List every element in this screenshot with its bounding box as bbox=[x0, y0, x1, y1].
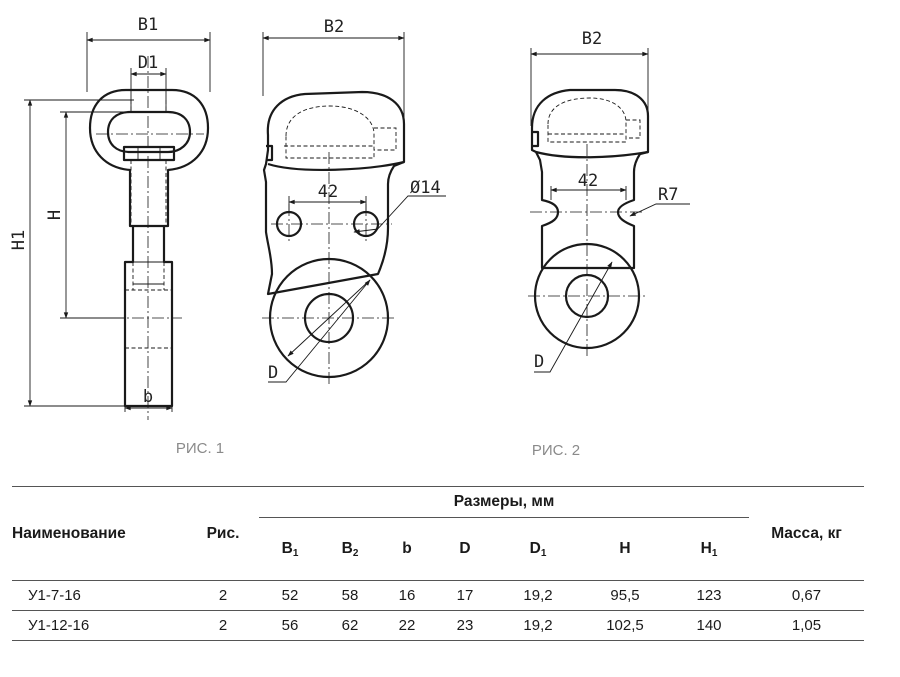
cell-value: 123 bbox=[669, 580, 749, 611]
cell-value: 102,5 bbox=[581, 610, 669, 641]
header-dimensions-group: Размеры, мм bbox=[259, 486, 749, 518]
h-label: H bbox=[45, 210, 65, 220]
header-dim-h: H bbox=[619, 540, 631, 557]
cell-value: 23 bbox=[435, 610, 495, 641]
h1-label: H1 bbox=[9, 230, 29, 250]
cell-value: 19,2 bbox=[495, 580, 581, 611]
figure-2-variant: B2 42 R7 D РИС. 2 bbox=[528, 29, 690, 459]
cell-value: 52 bbox=[259, 580, 321, 611]
figure-1: B1 D1 H1 H b РИС. 1 bbox=[9, 15, 224, 457]
cell-value: 17 bbox=[435, 580, 495, 611]
header-name: Наименование bbox=[12, 486, 187, 581]
distance-42-variant: 42 bbox=[578, 171, 598, 191]
header-figure: Рис. bbox=[187, 486, 259, 581]
b2-label-variant: B2 bbox=[582, 29, 602, 49]
cell-value: 2 bbox=[187, 580, 259, 611]
cell-value: 140 bbox=[669, 610, 749, 641]
d1-label: D1 bbox=[138, 53, 158, 73]
figure-1-caption: РИС. 1 bbox=[176, 440, 224, 457]
cell-value: 95,5 bbox=[581, 580, 669, 611]
b-label: b bbox=[143, 387, 153, 407]
header-dim-h1: H1 bbox=[700, 539, 718, 559]
cell-name: У1-12-16 bbox=[12, 610, 187, 641]
cell-value: 1,05 bbox=[749, 610, 864, 641]
figure-2-caption: РИС. 2 bbox=[532, 442, 580, 459]
d-label-variant: D bbox=[534, 352, 544, 372]
cell-value: 62 bbox=[321, 610, 379, 641]
cell-value: 56 bbox=[259, 610, 321, 641]
cell-value: 16 bbox=[379, 580, 435, 611]
d-label-front: D bbox=[268, 363, 278, 383]
header-dim-d1: D1 bbox=[529, 539, 547, 559]
cell-name: У1-7-16 bbox=[12, 580, 187, 611]
b1-label: B1 bbox=[138, 15, 158, 35]
hole-diameter-label: Ø14 bbox=[410, 178, 441, 198]
radius-label: R7 bbox=[658, 185, 678, 205]
header-dim-b: b bbox=[402, 540, 412, 557]
dimension-headers: B1 B2 b D D1 H H1 bbox=[12, 518, 864, 581]
distance-42-front: 42 bbox=[318, 182, 338, 202]
cell-value: 0,67 bbox=[749, 580, 864, 611]
b2-label-front: B2 bbox=[324, 17, 344, 37]
header-dim-b1: B1 bbox=[281, 539, 299, 559]
header-dim-d: D bbox=[459, 540, 471, 557]
cell-value: 2 bbox=[187, 610, 259, 641]
cell-value: 22 bbox=[379, 610, 435, 641]
header-dim-b2: B2 bbox=[341, 539, 359, 559]
cell-value: 58 bbox=[321, 580, 379, 611]
cell-value: 19,2 bbox=[495, 610, 581, 641]
spec-table: Наименование Рис. Размеры, мм Масса, кг … bbox=[12, 486, 864, 641]
header-mass: Масса, кг bbox=[749, 486, 864, 581]
technical-drawing: B1 D1 H1 H b РИС. 1 bbox=[9, 15, 690, 459]
figure-2-front: B2 42 Ø14 D bbox=[262, 17, 446, 386]
